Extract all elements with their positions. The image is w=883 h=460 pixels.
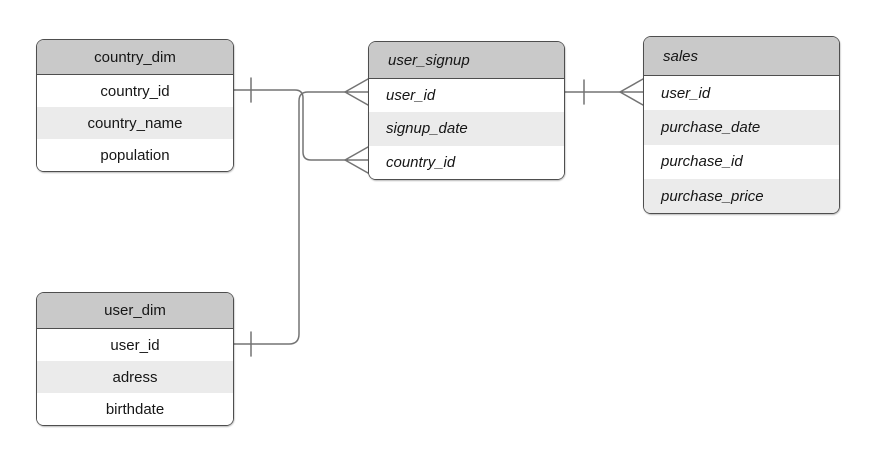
field-row: adress bbox=[37, 361, 233, 393]
crow-foot-many-marker bbox=[619, 78, 645, 106]
field-row: country_id bbox=[369, 145, 564, 179]
connector-line[interactable] bbox=[231, 91, 346, 345]
entity-title: user_dim bbox=[37, 293, 233, 329]
field-row: country_id bbox=[37, 75, 233, 107]
field-row: country_name bbox=[37, 107, 233, 139]
field-row: user_id bbox=[37, 329, 233, 361]
relationship-user-dim-to-user-signup[interactable] bbox=[231, 78, 370, 357]
entity-title: user_signup bbox=[369, 42, 564, 79]
field-row: purchase_date bbox=[644, 110, 839, 145]
entity-title: sales bbox=[644, 37, 839, 76]
field-row: user_id bbox=[369, 79, 564, 113]
entity-table-user-signup[interactable]: user_signup user_id signup_date country_… bbox=[368, 41, 565, 180]
entity-title: country_dim bbox=[37, 40, 233, 75]
field-row: purchase_id bbox=[644, 144, 839, 179]
field-row: signup_date bbox=[369, 112, 564, 146]
connector-line[interactable] bbox=[231, 89, 346, 161]
field-list: country_id country_name population bbox=[37, 75, 233, 171]
entity-table-user-dim[interactable]: user_dim user_id adress birthdate bbox=[36, 292, 234, 426]
field-row: birthdate bbox=[37, 393, 233, 425]
field-list: user_id purchase_date purchase_id purcha… bbox=[644, 76, 839, 214]
relationship-country-dim-to-user-signup[interactable] bbox=[231, 77, 370, 174]
field-row: purchase_price bbox=[644, 178, 839, 214]
field-row: user_id bbox=[644, 76, 839, 111]
entity-table-country-dim[interactable]: country_dim country_id country_name popu… bbox=[36, 39, 234, 172]
field-list: user_id adress birthdate bbox=[37, 329, 233, 425]
entity-table-sales[interactable]: sales user_id purchase_date purchase_id … bbox=[643, 36, 840, 215]
field-row: population bbox=[37, 139, 233, 171]
crow-foot-many-marker bbox=[344, 78, 370, 106]
relationship-user-signup-to-sales[interactable] bbox=[562, 78, 645, 106]
crow-foot-many-marker bbox=[344, 146, 370, 174]
field-list: user_id signup_date country_id bbox=[369, 79, 564, 179]
